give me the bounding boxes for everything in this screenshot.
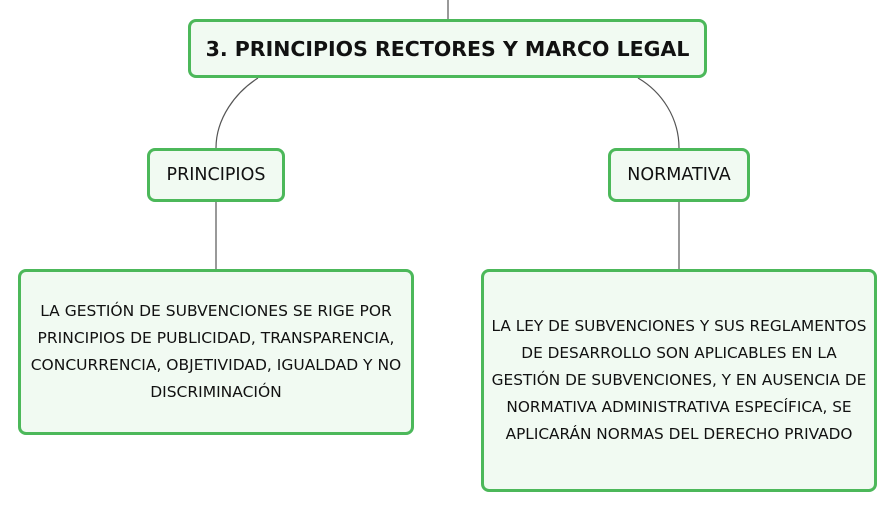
normativa-detail-text: LA LEY DE SUBVENCIONES Y SUS REGLAMENTOS… xyxy=(491,317,867,443)
normativa-node[interactable]: NORMATIVA xyxy=(608,148,750,202)
principios-label: PRINCIPIOS xyxy=(166,165,266,185)
normativa-detail-node[interactable]: LA LEY DE SUBVENCIONES Y SUS REGLAMENTOS… xyxy=(481,269,877,492)
principios-detail-node[interactable]: LA GESTIÓN DE SUBVENCIONES SE RIGE POR P… xyxy=(18,269,414,435)
connector-root-to-principios xyxy=(215,77,259,149)
root-topic-label: 3. PRINCIPIOS RECTORES Y MARCO LEGAL xyxy=(205,36,690,61)
normativa-label: NORMATIVA xyxy=(627,165,731,185)
principios-node[interactable]: PRINCIPIOS xyxy=(147,148,285,202)
root-topic-node[interactable]: 3. PRINCIPIOS RECTORES Y MARCO LEGAL xyxy=(188,19,707,78)
principios-detail-text: LA GESTIÓN DE SUBVENCIONES SE RIGE POR P… xyxy=(30,302,402,401)
connector-root-to-normativa xyxy=(637,77,680,149)
